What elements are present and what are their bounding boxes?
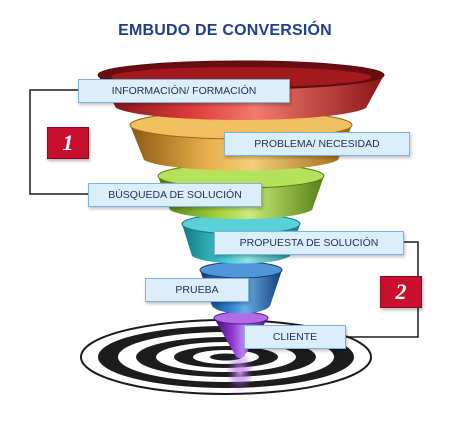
group-1-bracket <box>29 89 88 195</box>
group-1-badge: 1 <box>47 127 89 159</box>
stage-label-propuesta: PROPUESTA DE SOLUCIÓN <box>214 231 404 255</box>
stage-label-informacion: INFORMACIÓN/ FORMACIÓN <box>78 79 290 103</box>
stage-label-busqueda: BÚSQUEDA DE SOLUCIÓN <box>88 183 262 207</box>
group-2-badge: 2 <box>380 276 422 308</box>
stage-label-prueba: PRUEBA <box>145 278 249 302</box>
stage-label-problema: PROBLEMA/ NECESIDAD <box>224 132 410 156</box>
stage-label-cliente: CLIENTE <box>244 325 346 349</box>
diagram-title: EMBUDO DE CONVERSIÓN <box>118 22 332 39</box>
